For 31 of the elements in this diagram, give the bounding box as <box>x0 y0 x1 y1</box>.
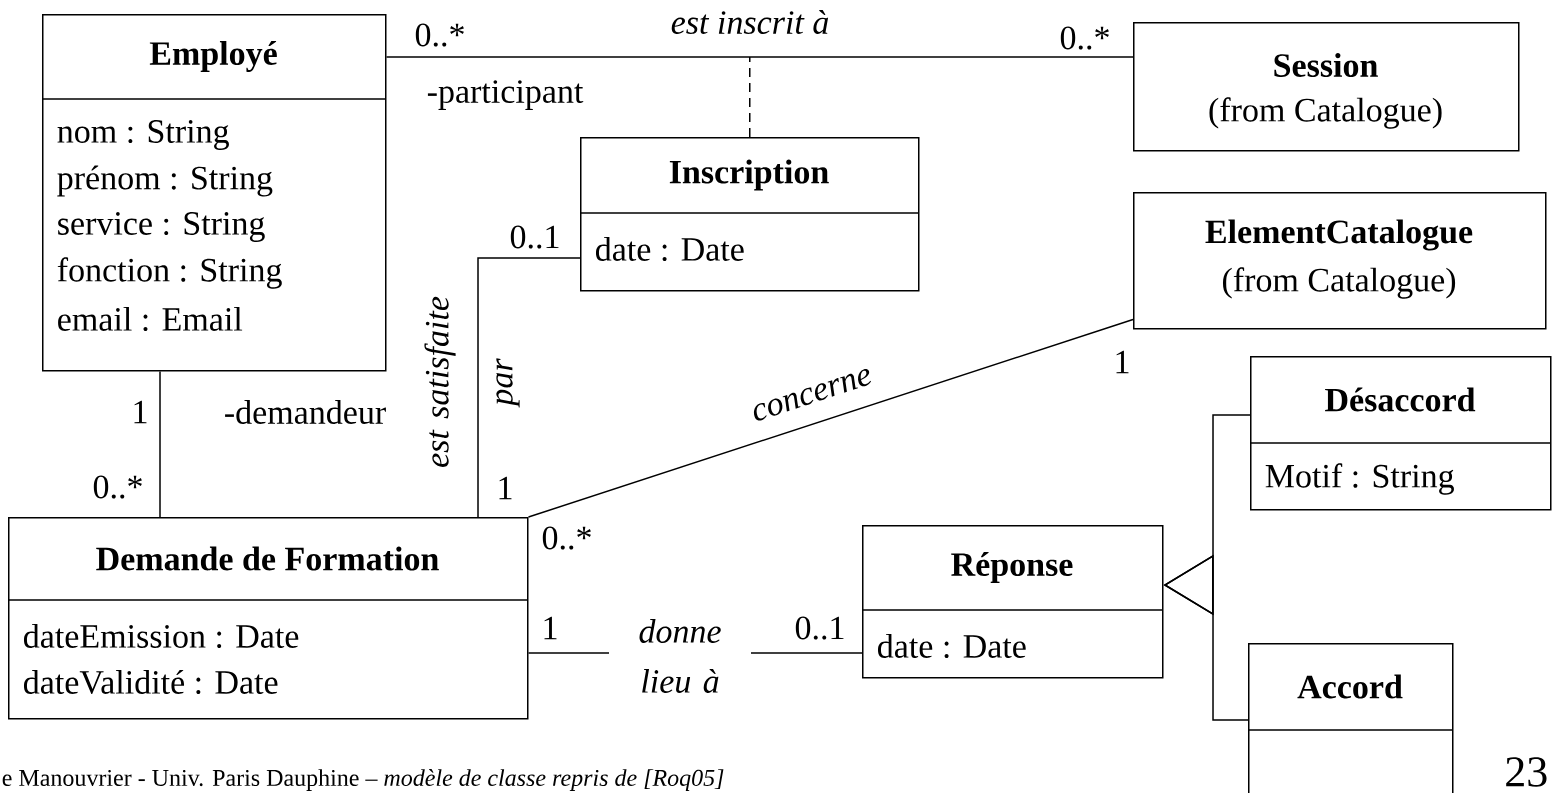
edge-label: est satisfaite par <box>424 296 520 467</box>
multiplicity: 1 <box>544 616 557 640</box>
role-name: -demandeur <box>225 400 386 424</box>
class-box: ElementCatalogue (from Catalogue) <box>1133 192 1547 330</box>
role-name: -participant <box>427 80 584 110</box>
multiplicity: 0..1 <box>510 225 559 249</box>
multiplicity: 1 <box>134 400 147 424</box>
edge-label: est inscrit à <box>671 10 829 34</box>
edge-label: concerne <box>753 369 871 421</box>
association-class-link <box>749 56 751 138</box>
class-box: Désaccord Motif : String <box>1249 356 1552 511</box>
page-number: 23 <box>1506 757 1547 787</box>
class-box: Réponse date : Date <box>861 525 1164 679</box>
association-line <box>527 318 1134 518</box>
multiplicity: 0..* <box>415 23 464 47</box>
class-box: Session (from Catalogue) <box>1133 22 1520 152</box>
class-box: Inscription date : Date <box>579 137 920 292</box>
class-box: Demande de Formation dateEmission : Date dateValidité : Date <box>7 517 529 720</box>
association-line <box>477 257 581 518</box>
multiplicity: 0..* <box>1060 26 1109 50</box>
multiplicity: 1 <box>499 476 512 500</box>
multiplicity: 0..* <box>542 526 591 550</box>
edge-label: donne lieu à <box>609 618 751 694</box>
association-line <box>385 56 1134 58</box>
association-line <box>159 370 161 518</box>
class-box: Accord <box>1247 643 1454 793</box>
multiplicity: 1 <box>1116 350 1129 374</box>
footer-text: e Manouvrier - Univ. Paris Dauphine – modèle de classe repris de [Roq05] <box>2 769 724 791</box>
multiplicity: 0..* <box>93 475 142 499</box>
class-box: Employé nom : String prénom : String service : String fonction : String email : Email <box>41 14 387 372</box>
multiplicity: 0..1 <box>795 616 844 640</box>
